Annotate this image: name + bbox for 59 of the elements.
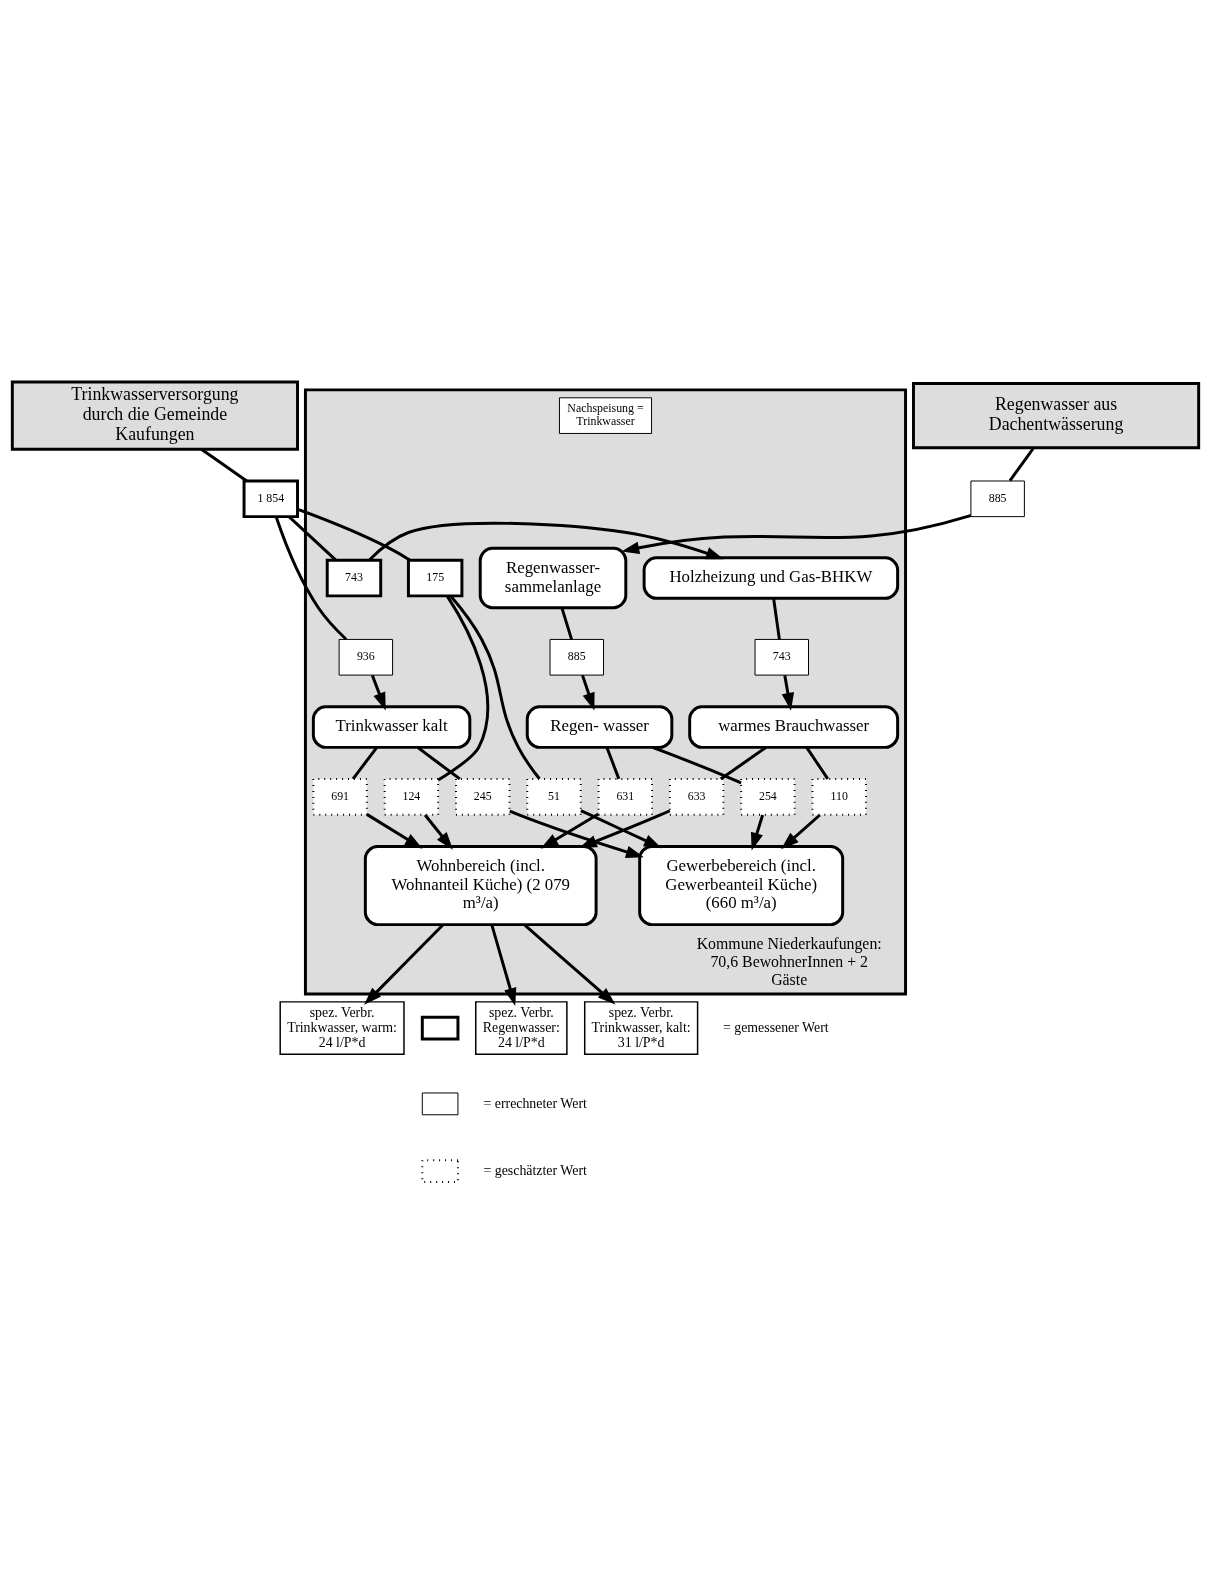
arrow: [364, 923, 444, 1005]
connector: [560, 607, 573, 640]
node-box: Regenwasser aus Dachentwässerung: [912, 381, 1201, 450]
arrow: [368, 521, 724, 561]
node-box: Gewerbebereich (incl. Gewerbeanteil Küche) (660 m³/a): [638, 844, 845, 927]
node-box: 936: [338, 638, 394, 676]
node-box: 885: [970, 480, 1025, 518]
arrow: [366, 813, 423, 849]
node-box: 691: [312, 778, 368, 816]
arrow: [581, 674, 595, 711]
node-box: Regen- wasser: [525, 705, 674, 749]
arrow: [621, 513, 972, 554]
node-box: 631: [597, 778, 654, 816]
node-box: 124: [383, 778, 440, 816]
node-box: 885: [549, 638, 604, 676]
arrow: [750, 814, 765, 851]
connector: [417, 746, 461, 781]
connector: [274, 516, 348, 641]
node-box: Nachspeisung = Trinkwasser: [558, 397, 653, 434]
legend-label: = errechneter Wert: [483, 1095, 587, 1111]
connector: [297, 507, 411, 562]
connector: [652, 746, 742, 785]
arrow: [781, 813, 821, 850]
node-box: Regenwasser- sammelanlage: [478, 546, 628, 610]
arrow: [490, 924, 517, 1006]
arrow: [540, 812, 600, 849]
connector: [351, 746, 378, 780]
arrow: [423, 814, 453, 850]
connector: [805, 746, 829, 780]
node-box: 743: [754, 638, 809, 676]
connector: [1008, 447, 1035, 482]
connector: [288, 515, 337, 562]
node-box: Wohnbereich (incl. Wohnanteil Küche) (2 079 m³/a): [363, 844, 598, 927]
node-box: 1 854: [242, 479, 299, 519]
connector: [772, 598, 781, 640]
node-box: Trinkwasser kalt: [311, 705, 472, 749]
node-box: 245: [455, 778, 511, 816]
arrow: [523, 923, 616, 1005]
node-box: Trinkwasserversorgung durch die Gemeinde Kaufungen: [10, 380, 299, 451]
arrow: [781, 675, 795, 711]
arrow: [509, 809, 644, 858]
connector: [200, 448, 248, 483]
node-box: 175: [406, 558, 464, 598]
node-box: warmes Brauchwasser: [688, 705, 900, 749]
legend-label: = gemessener Wert: [722, 1019, 829, 1035]
node-box: 254: [740, 778, 796, 816]
arrow: [370, 674, 386, 711]
node-box: Holzheizung und Gas-BHKW: [642, 556, 900, 600]
node-box: 110: [811, 778, 867, 816]
node-box: spez. Verbr. Regenwasser: 24 l/P*d: [475, 1001, 568, 1056]
connector: [719, 746, 767, 781]
connector: [437, 595, 490, 782]
node-box: spez. Verbr. Trinkwasser, warm: 24 l/P*d: [279, 1001, 405, 1056]
node-box: 743: [325, 558, 383, 598]
node-box: spez. Verbr. Trinkwasser, kalt: 31 l/P*d: [583, 1001, 699, 1056]
connector: [605, 747, 621, 780]
node-box: 51: [526, 778, 582, 816]
node-box: 633: [668, 778, 725, 816]
legend-label: = geschätzter Wert: [483, 1162, 587, 1178]
